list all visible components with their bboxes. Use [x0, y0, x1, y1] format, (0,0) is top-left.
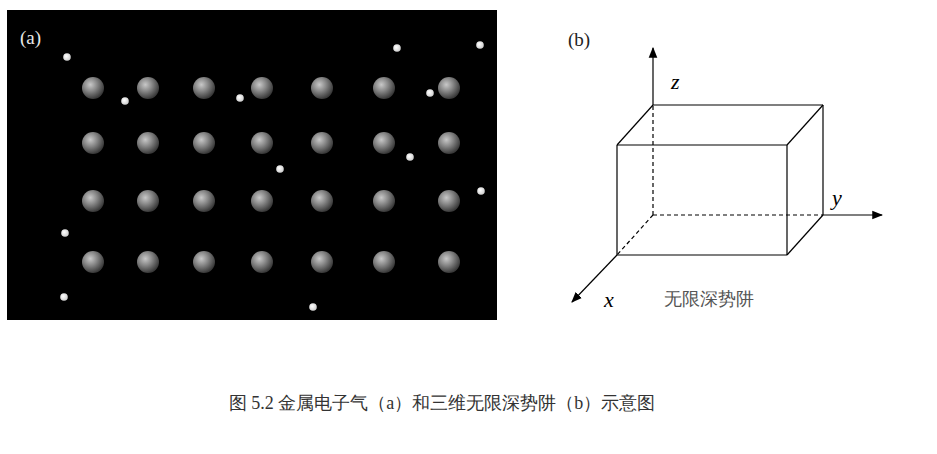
ion-sphere	[311, 77, 333, 99]
electron-dot	[121, 97, 129, 105]
ion-sphere	[82, 190, 104, 212]
electron-dot	[236, 94, 244, 102]
electron-dot	[60, 293, 68, 301]
ion-sphere	[438, 77, 460, 99]
figure-label: 无限深势阱	[664, 290, 754, 310]
z-axis	[652, 48, 653, 105]
electron-dot	[476, 41, 484, 49]
ion-sphere	[373, 190, 395, 212]
ion-sphere	[251, 132, 273, 154]
ion-sphere	[82, 77, 104, 99]
box-edge	[617, 105, 653, 145]
ion-sphere	[193, 190, 215, 212]
ion-sphere	[373, 251, 395, 273]
ion-sphere	[311, 132, 333, 154]
electron-dot	[61, 229, 69, 237]
box-edge	[786, 145, 787, 255]
ion-sphere	[82, 132, 104, 154]
box-edge	[787, 105, 823, 145]
axis-label: x	[604, 288, 614, 312]
panel-label: (b)	[568, 30, 590, 51]
box-edge	[617, 254, 787, 255]
ion-sphere	[137, 251, 159, 273]
box-edge	[617, 144, 787, 145]
axis-label: y	[832, 186, 842, 210]
ion-sphere	[311, 190, 333, 212]
ion-sphere	[137, 77, 159, 99]
electron-dot	[309, 303, 317, 311]
electron-gas-panel	[7, 10, 497, 320]
ion-sphere	[193, 77, 215, 99]
ion-sphere	[251, 77, 273, 99]
infinite-well-box	[572, 48, 882, 302]
hidden-edge	[617, 215, 653, 255]
box-edge	[616, 145, 617, 255]
electron-dot	[393, 44, 401, 52]
ion-sphere	[373, 132, 395, 154]
ion-sphere	[438, 251, 460, 273]
hidden-edge	[653, 214, 823, 215]
electron-dot	[63, 53, 71, 61]
ion-sphere	[251, 190, 273, 212]
electron-dot	[406, 153, 414, 161]
ion-sphere	[251, 251, 273, 273]
electron-dot	[276, 165, 284, 173]
axis-label: z	[671, 70, 680, 94]
electron-dot	[477, 187, 485, 195]
ion-sphere	[438, 132, 460, 154]
free-electrons	[60, 41, 485, 311]
ion-sphere	[311, 251, 333, 273]
panel-label: (a)	[20, 28, 41, 49]
electron-dot	[426, 89, 434, 97]
ion-lattice	[82, 77, 460, 273]
ion-sphere	[137, 190, 159, 212]
ion-sphere	[193, 132, 215, 154]
ion-sphere	[438, 190, 460, 212]
ion-sphere	[373, 77, 395, 99]
box-edge	[653, 104, 823, 105]
ion-sphere	[193, 251, 215, 273]
hidden-edge	[652, 105, 653, 215]
y-axis	[823, 214, 882, 215]
box-edge	[787, 215, 823, 255]
box-edge	[822, 105, 823, 215]
figure-caption: 图 5.2 金属电子气（a）和三维无限深势阱（b）示意图	[0, 394, 884, 414]
ion-sphere	[82, 251, 104, 273]
ion-sphere	[137, 132, 159, 154]
